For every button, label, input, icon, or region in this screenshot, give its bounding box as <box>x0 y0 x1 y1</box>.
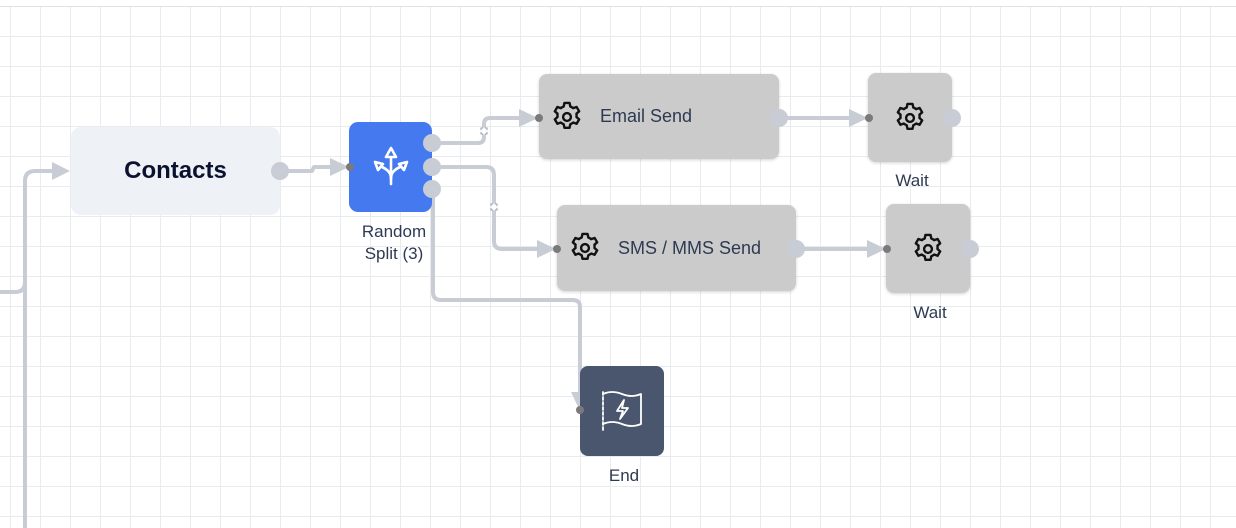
gear-icon <box>892 100 928 136</box>
wait-node-1[interactable] <box>868 73 952 162</box>
email-send-label: Email Send <box>600 106 693 126</box>
sms-send-input-port[interactable] <box>553 245 561 253</box>
edge-midpoint-handle-email[interactable] <box>480 127 488 135</box>
random-split-caption: Random Split (3) <box>340 221 448 265</box>
contacts-output-handle[interactable] <box>271 162 289 180</box>
wait-1-output-handle[interactable] <box>943 109 961 127</box>
sms-send-label: SMS / MMS Send <box>618 237 762 258</box>
wait-node-2[interactable] <box>886 204 970 293</box>
end-caption: End <box>608 466 640 485</box>
random-split-caption-line1: Random <box>361 222 427 241</box>
sms-send-node[interactable]: SMS / MMS Send <box>557 205 796 291</box>
email-send-input-port[interactable] <box>535 114 543 122</box>
gear-icon <box>549 99 585 135</box>
canvas-top-border <box>0 0 1236 7</box>
wait-2-caption: Wait <box>913 303 947 322</box>
wait-1-input-port[interactable] <box>865 114 873 122</box>
split-arrows-icon <box>368 144 414 190</box>
contacts-label: Contacts <box>124 157 227 184</box>
email-send-node[interactable]: Email Send <box>539 74 779 159</box>
end-input-port[interactable] <box>576 406 584 414</box>
random-split-output-handle-2[interactable] <box>423 158 441 176</box>
edge-midpoint-handle-sms[interactable] <box>490 203 498 211</box>
random-split-caption-line2: Split (3) <box>364 244 424 263</box>
random-split-output-handle-1[interactable] <box>423 134 441 152</box>
flag-lightning-icon <box>598 387 646 435</box>
end-node[interactable] <box>580 366 664 456</box>
random-split-input-port[interactable] <box>346 163 354 171</box>
random-split-output-handle-3[interactable] <box>423 180 441 198</box>
contacts-node[interactable]: Contacts <box>71 127 280 215</box>
sms-send-output-handle[interactable] <box>787 240 805 258</box>
wait-1-caption: Wait <box>895 171 929 190</box>
gear-icon <box>910 231 946 267</box>
random-split-node[interactable] <box>349 122 432 212</box>
gear-icon <box>567 230 603 266</box>
wait-2-input-port[interactable] <box>883 245 891 253</box>
email-send-output-handle[interactable] <box>770 109 788 127</box>
wait-2-output-handle[interactable] <box>961 240 979 258</box>
